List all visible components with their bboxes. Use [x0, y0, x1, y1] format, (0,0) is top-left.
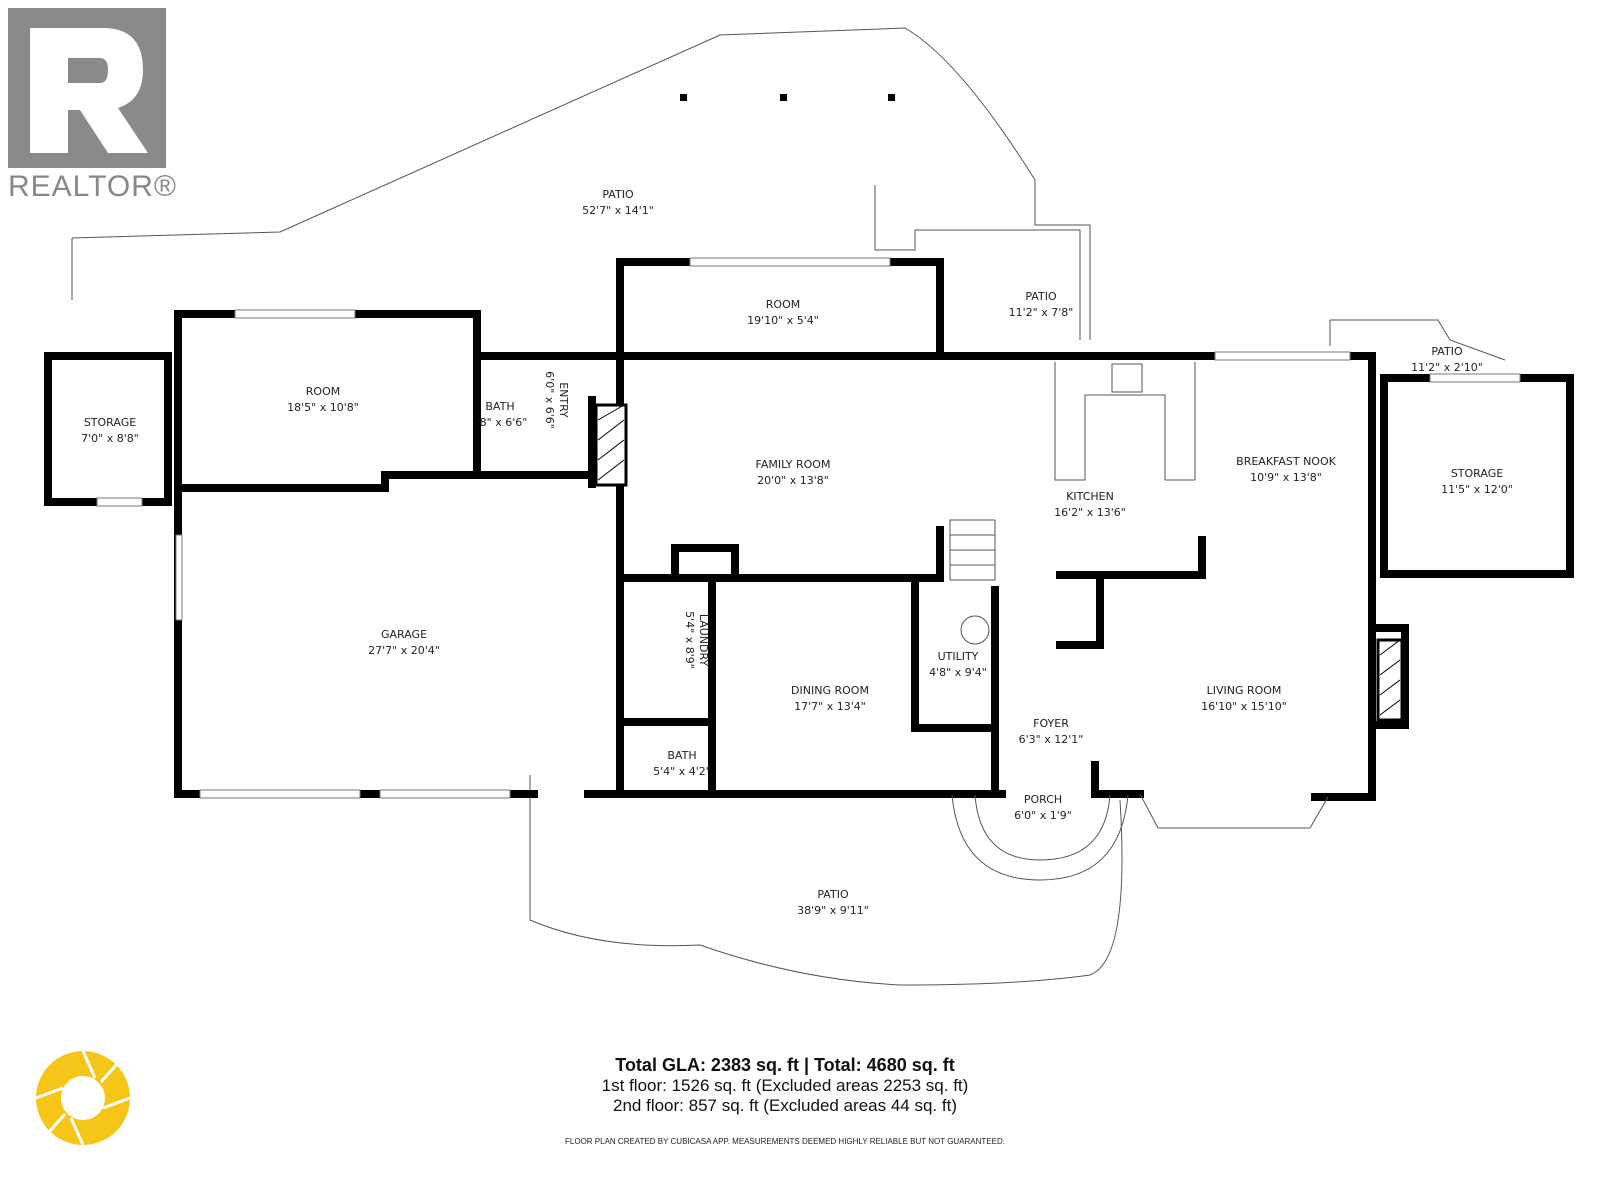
photographer-logo	[35, 1050, 131, 1151]
post-marker	[888, 94, 895, 101]
svg-text:KITCHEN: KITCHEN	[1066, 490, 1114, 503]
svg-text:BATH: BATH	[667, 749, 696, 762]
room-label-room-top: ROOM 19'10" x 5'4"	[747, 298, 819, 327]
svg-text:LIVING ROOM: LIVING ROOM	[1207, 684, 1282, 697]
patio-outlines	[71, 27, 1506, 986]
second-floor-area: 2nd floor: 857 sq. ft (Excluded areas 44…	[613, 1096, 957, 1115]
svg-text:11'2" x 2'10": 11'2" x 2'10"	[1411, 361, 1483, 374]
svg-text:18'5" x 10'8": 18'5" x 10'8"	[287, 401, 359, 414]
walls	[44, 258, 1574, 801]
svg-text:16'10" x 15'10": 16'10" x 15'10"	[1201, 700, 1287, 713]
room-label-kitchen: KITCHEN 16'2" x 13'6"	[1054, 490, 1126, 519]
svg-text:4'8" x 9'4": 4'8" x 9'4"	[929, 666, 987, 679]
svg-text:ROOM: ROOM	[766, 298, 800, 311]
svg-text:GARAGE: GARAGE	[381, 628, 427, 641]
room-label-breakfast-nook: BREAKFAST NOOK 10'9" x 13'8"	[1236, 455, 1336, 484]
svg-text:DINING ROOM: DINING ROOM	[791, 684, 869, 697]
svg-text:10'9" x 13'8": 10'9" x 13'8"	[1250, 471, 1322, 484]
svg-text:52'7" x 14'1": 52'7" x 14'1"	[582, 204, 654, 217]
post-marker	[680, 94, 687, 101]
svg-text:PATIO: PATIO	[1025, 290, 1057, 303]
svg-text:PATIO: PATIO	[817, 888, 849, 901]
svg-text:20'0" x 13'8": 20'0" x 13'8"	[757, 474, 829, 487]
total-area: Total GLA: 2383 sq. ft | Total: 4680 sq.…	[615, 1055, 955, 1075]
room-label-foyer: FOYER 6'3" x 12'1"	[1019, 717, 1084, 746]
room-label-utility: UTILITY 4'8" x 9'4"	[929, 650, 987, 679]
svg-text:BREAKFAST NOOK: BREAKFAST NOOK	[1236, 455, 1336, 468]
svg-text:STORAGE: STORAGE	[84, 416, 136, 429]
svg-text:19'10" x 5'4": 19'10" x 5'4"	[747, 314, 819, 327]
room-label-bath-upper: BATH '8" x 6'6"	[477, 400, 528, 429]
room-label-patio-top: PATIO 52'7" x 14'1"	[582, 188, 654, 217]
room-label-family-room: FAMILY ROOM 20'0" x 13'8"	[756, 458, 831, 487]
svg-text:ENTRY: ENTRY	[557, 382, 570, 418]
svg-text:38'9" x 9'11": 38'9" x 9'11"	[797, 904, 869, 917]
svg-text:'8" x 6'6": '8" x 6'6"	[477, 416, 528, 429]
room-label-garage: GARAGE 27'7" x 20'4"	[368, 628, 440, 657]
realtor-logo	[8, 8, 168, 175]
first-floor-area: 1st floor: 1526 sq. ft (Excluded areas 2…	[601, 1076, 969, 1095]
svg-text:27'7" x 20'4": 27'7" x 20'4"	[368, 644, 440, 657]
svg-text:UTILITY: UTILITY	[938, 650, 979, 663]
room-label-room-left: ROOM 18'5" x 10'8"	[287, 385, 359, 414]
stairs	[949, 519, 996, 581]
svg-text:6'0" x 1'9": 6'0" x 1'9"	[1014, 809, 1072, 822]
realtor-wordmark: REALTOR®	[8, 170, 178, 203]
svg-text:5'4" x 8'9": 5'4" x 8'9"	[683, 611, 696, 669]
svg-text:6'0" x 6'6": 6'0" x 6'6"	[543, 371, 556, 429]
svg-text:17'7" x 13'4": 17'7" x 13'4"	[794, 700, 866, 713]
svg-text:PORCH: PORCH	[1024, 793, 1062, 806]
room-label-storage-right: STORAGE 11'5" x 12'0"	[1441, 467, 1513, 496]
room-label-living-room: LIVING ROOM 16'10" x 15'10"	[1201, 684, 1287, 713]
disclaimer: FLOOR PLAN CREATED BY CUBICASA APP. MEAS…	[565, 1137, 1005, 1146]
svg-text:BATH: BATH	[485, 400, 514, 413]
water-heater-icon	[960, 615, 990, 645]
svg-text:5'4" x 4'2": 5'4" x 4'2"	[653, 765, 711, 778]
room-label-porch: PORCH 6'0" x 1'9"	[1014, 793, 1072, 822]
svg-text:STORAGE: STORAGE	[1451, 467, 1503, 480]
room-label-patio-right: PATIO 11'2" x 2'10"	[1411, 345, 1483, 374]
room-label-dining-room: DINING ROOM 17'7" x 13'4"	[791, 684, 869, 713]
post-marker	[780, 94, 787, 101]
svg-text:16'2" x 13'6": 16'2" x 13'6"	[1054, 506, 1126, 519]
room-label-patio-mid: PATIO 11'2" x 7'8"	[1009, 290, 1074, 319]
svg-text:PATIO: PATIO	[602, 188, 634, 201]
windows	[96, 257, 1521, 829]
kitchen-counter	[960, 362, 1196, 645]
svg-text:7'0" x 8'8": 7'0" x 8'8"	[81, 432, 139, 445]
svg-text:PATIO: PATIO	[1431, 345, 1463, 358]
svg-text:FAMILY ROOM: FAMILY ROOM	[756, 458, 831, 471]
fireplace	[594, 403, 1404, 722]
svg-text:ROOM: ROOM	[306, 385, 340, 398]
room-label-patio-bottom: PATIO 38'9" x 9'11"	[797, 888, 869, 917]
room-label-storage-left: STORAGE 7'0" x 8'8"	[81, 416, 139, 445]
svg-text:6'3" x 12'1": 6'3" x 12'1"	[1019, 733, 1084, 746]
svg-text:FOYER: FOYER	[1033, 717, 1069, 730]
area-summary: Total GLA: 2383 sq. ft | Total: 4680 sq.…	[500, 1055, 1070, 1116]
svg-text:11'5" x 12'0": 11'5" x 12'0"	[1441, 483, 1513, 496]
svg-text:LAUNDRY: LAUNDRY	[697, 614, 710, 667]
room-label-bath-lower: BATH 5'4" x 4'2"	[653, 749, 711, 778]
porch-steps	[951, 794, 1129, 881]
svg-text:11'2" x 7'8": 11'2" x 7'8"	[1009, 306, 1074, 319]
